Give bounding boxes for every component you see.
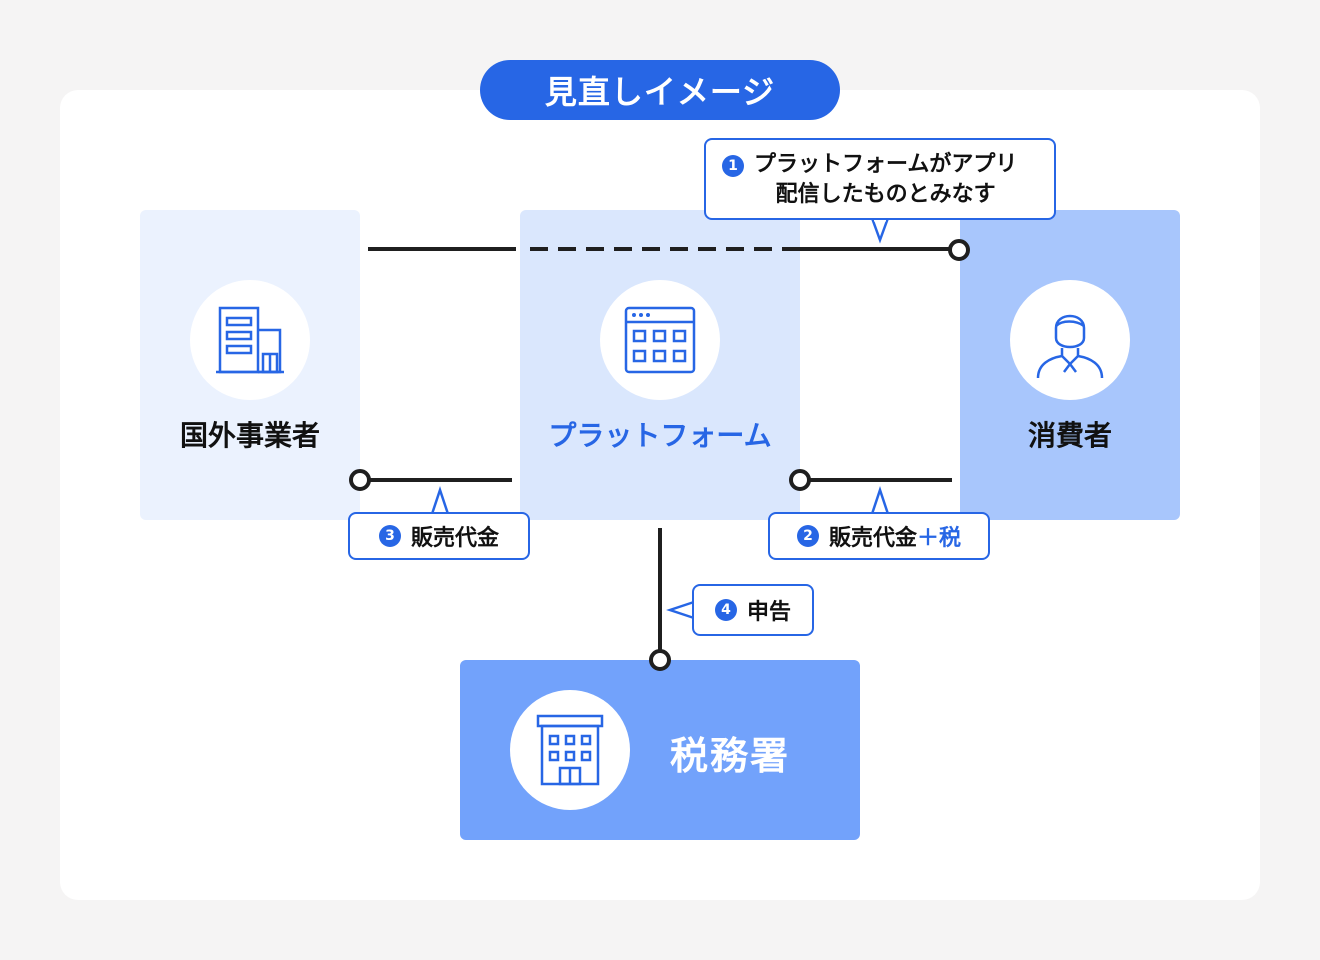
callout-deemed-distribution: 1 プラットフォームがアプリ 配信したものとみなす [704, 138, 1056, 220]
office-building-icon [510, 690, 630, 810]
declaration-line-endpoint [649, 649, 671, 671]
callout-1-line1: プラットフォームがアプリ [754, 152, 1018, 177]
callout-sales-proceeds-plus-tax: 2 販売代金＋税 [768, 512, 990, 560]
callout-4-text: 申告 [746, 600, 791, 625]
callout-1-tail [870, 217, 890, 244]
step-1-badge: 1 [722, 155, 744, 177]
callout-2-tail [870, 486, 890, 515]
callout-2-text: 販売代金 [828, 526, 917, 551]
payment-line-overseas-endpoint [349, 469, 371, 491]
step-2-badge: 2 [796, 525, 819, 547]
app-window-icon [600, 280, 720, 400]
callout-3-tail [430, 486, 450, 515]
building-icon [190, 280, 310, 400]
payment-line-platform-endpoint [789, 469, 811, 491]
callout-tax-declaration: 4 申告 [692, 584, 814, 636]
platform-label: プラットフォーム [548, 419, 772, 452]
consumer-label: 消費者 [1027, 419, 1112, 452]
step-4-badge: 4 [714, 599, 737, 621]
diagram-title: 見直しイメージ [480, 60, 840, 120]
person-icon [1010, 280, 1130, 400]
callout-4-tail [666, 600, 695, 620]
callout-2-plus-tax: ＋税 [917, 526, 962, 551]
callout-sales-proceeds: 3 販売代金 [348, 512, 530, 560]
callout-1-line2: 配信したものとみなす [775, 182, 996, 207]
callout-3-text: 販売代金 [410, 526, 499, 551]
tax-office-label: 税務署 [669, 734, 790, 778]
step-3-badge: 3 [378, 525, 401, 547]
delivery-line-endpoint [948, 239, 970, 261]
overseas-business-label: 国外事業者 [179, 419, 320, 452]
